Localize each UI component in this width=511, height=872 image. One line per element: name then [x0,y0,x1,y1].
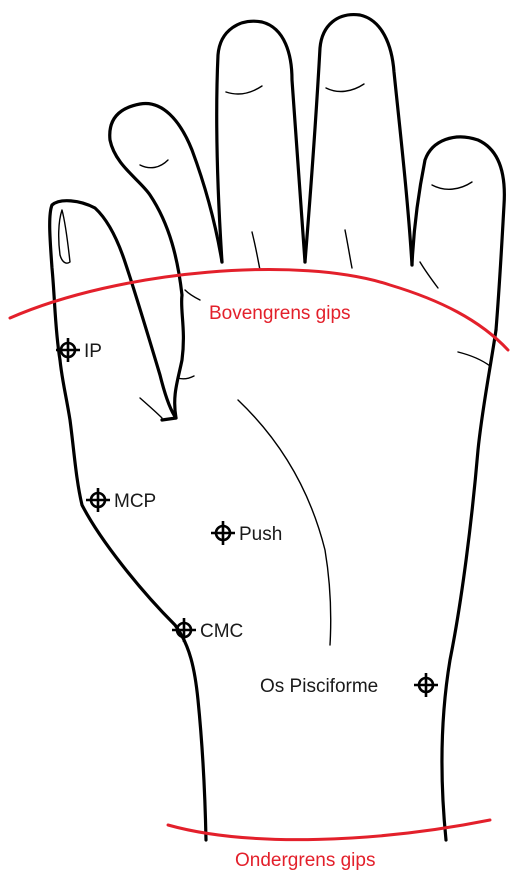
upper-border-label: Bovengrens gips [209,303,351,324]
palm-outline [60,330,496,840]
little-finger-outline [412,137,504,330]
crosshair-target-icon [172,618,196,642]
mcp-label: MCP [114,491,156,512]
crosshair-target-icon [211,521,235,545]
lower-border-label: Ondergrens gips [235,850,375,871]
ring-finger-outline [305,15,412,268]
thumb-outline [50,201,176,420]
crosshair-target-icon [86,488,110,512]
lower-cast-border-line [168,820,490,840]
cmc-label: CMC [200,621,243,642]
index-finger-outline [110,103,222,418]
cmc-marker [172,618,196,642]
push-label: Push [239,524,282,545]
mcp-marker [86,488,110,512]
middle-finger-outline [217,21,305,270]
crosshair-target-icon [414,673,438,697]
os-pisiforme-marker [414,673,438,697]
push-marker [211,521,235,545]
os-pisiforme-label: Os Pisciforme [260,676,378,697]
ip-label: IP [84,341,102,362]
